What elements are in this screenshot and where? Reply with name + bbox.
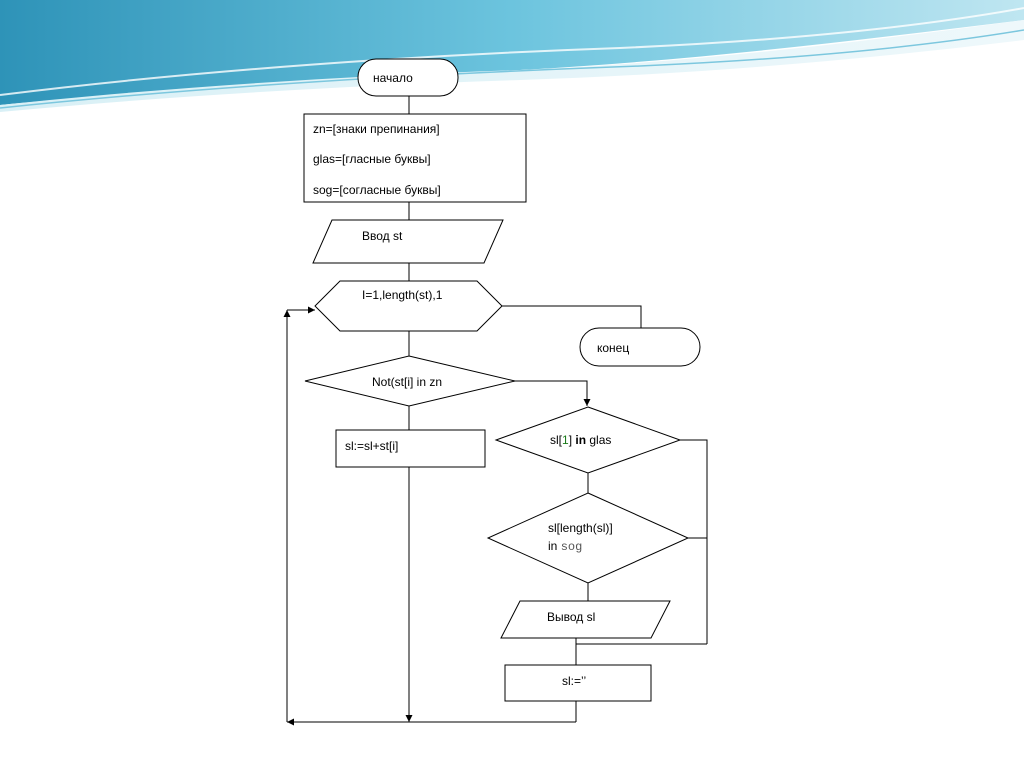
init-process: zn=[знаки препинания] glas=[гласные букв…	[303, 113, 527, 203]
connector-cond-first	[515, 380, 591, 406]
punctuation-decision-label: Not(st[i] in zn	[372, 375, 442, 389]
start-label: начало	[373, 71, 413, 85]
reset-process: sl:=’’	[504, 664, 652, 702]
first-letter-decision: sl[1] in glas	[494, 406, 682, 474]
first-keyword: in	[575, 433, 586, 447]
end-terminal: конец	[579, 327, 701, 367]
first-middle: ]	[569, 433, 576, 447]
init-line-sog: sog=[согласные буквы]	[313, 183, 441, 197]
punctuation-decision: Not(st[i] in zn	[304, 355, 516, 407]
first-letter-decision-label: sl[1] in glas	[550, 433, 611, 447]
last-letter-line1: sl[length(sl)]	[548, 521, 613, 535]
last-line2-prefix: in	[548, 539, 561, 553]
header-wave-decoration	[0, 0, 1024, 112]
start-terminal: начало	[357, 58, 459, 97]
loop-hexagon: I=1,length(st),1	[314, 280, 503, 332]
append-process: sl:=sl+st[i]	[335, 429, 486, 468]
first-prefix: sl[	[550, 433, 563, 447]
end-label: конец	[597, 341, 629, 355]
loop-label: I=1,length(st),1	[362, 288, 443, 302]
first-suffix: glas	[586, 433, 611, 447]
input-parallelogram: Ввод st	[312, 219, 504, 264]
append-label: sl:=sl+st[i]	[345, 439, 398, 453]
output-parallelogram: Вывод sl	[500, 600, 671, 639]
init-line-glas: glas=[гласные буквы]	[313, 152, 431, 166]
reset-label: sl:=’’	[562, 674, 586, 688]
last-letter-line2: in sog	[548, 539, 582, 554]
connector-loop-end	[502, 305, 642, 328]
last-line2-code: sog	[561, 540, 583, 554]
output-label: Вывод sl	[547, 610, 595, 624]
last-letter-decision: sl[length(sl)] in sog	[486, 492, 690, 584]
connector-first-right	[680, 439, 708, 644]
init-line-zn: zn=[знаки препинания]	[313, 122, 440, 136]
input-label: Ввод st	[362, 229, 403, 243]
first-index: 1	[562, 433, 569, 447]
